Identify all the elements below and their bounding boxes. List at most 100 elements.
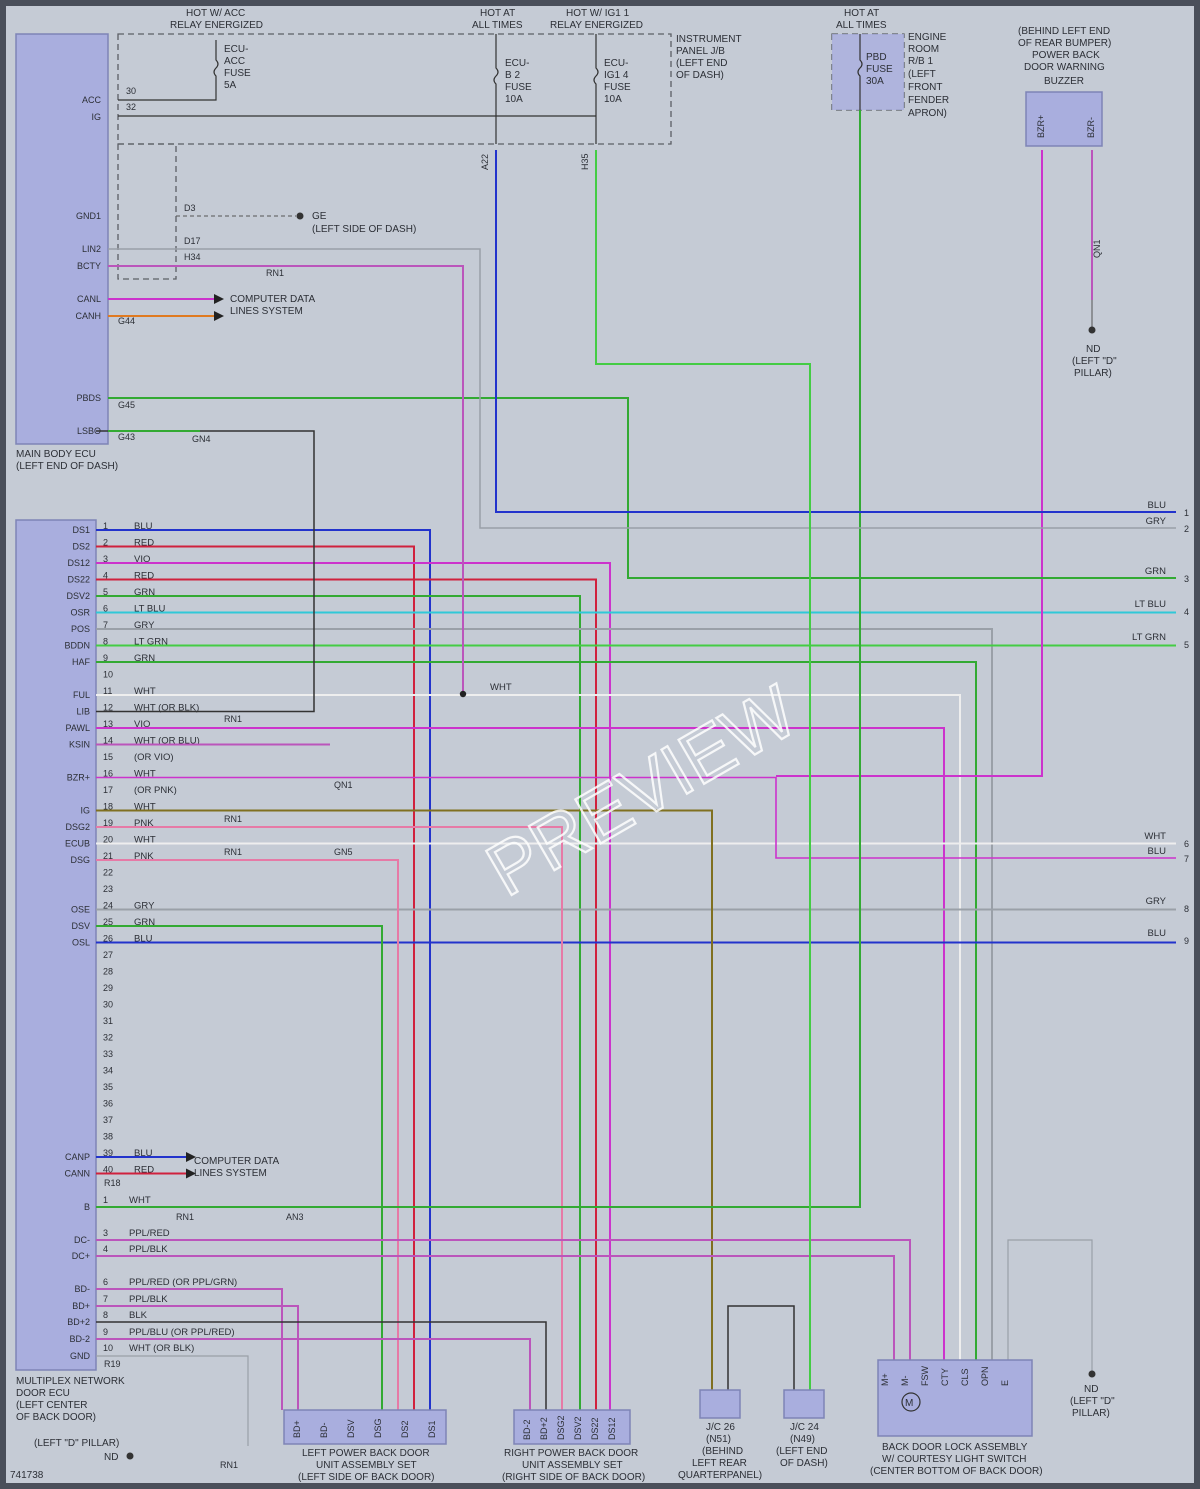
mx-row-number: 1	[103, 1195, 108, 1205]
mx-row-number: 40	[103, 1165, 113, 1175]
back-door-lock-assembly	[877, 1359, 1033, 1437]
mx-row-wire-color: PPL/RED (OR PPL/GRN)	[129, 1277, 237, 1288]
svg-text:ECU-: ECU-	[604, 58, 628, 69]
wire-bdplus2-blk	[96, 1321, 547, 1410]
svg-text:PILLAR): PILLAR)	[1072, 1408, 1110, 1419]
mx-row-number: 38	[103, 1132, 113, 1142]
hot-all-header-4: ALL TIMES	[836, 20, 887, 31]
mx-row-wire-color: GRY	[134, 901, 155, 912]
wire-ds12-vio	[96, 562, 611, 1410]
mx-pin-label: OSR	[70, 608, 90, 618]
arrow-icon	[186, 1152, 196, 1162]
mx-pin-label: DSV2	[66, 591, 90, 601]
svg-text:POWER BACK: POWER BACK	[1032, 50, 1100, 61]
svg-text:FRONT: FRONT	[908, 82, 942, 93]
mx-row-number: 24	[103, 901, 113, 911]
mx-row-number: 7	[103, 1294, 108, 1304]
mx-row-number: 3	[103, 1228, 108, 1238]
mx-row-wire-color: VIO	[134, 554, 150, 565]
buzzer-location-label: (BEHIND LEFT END OF REAR BUMPER) POWER B…	[1018, 26, 1111, 87]
fuse-b2-label: ECU- B 2 FUSE 10A	[505, 58, 532, 105]
mx-row-wire-color: WHT (OR BLK)	[134, 703, 199, 714]
component-pin: DSG	[373, 1418, 383, 1438]
right-pbd-caption-2: UNIT ASSEMBLY SET	[522, 1460, 623, 1471]
engine-room-label: ENGINE ROOM R/B 1 (LEFT FRONT FENDER APR…	[908, 32, 949, 119]
back-door-lock-caption-1: BACK DOOR LOCK ASSEMBLY	[882, 1442, 1028, 1453]
wire-bzr-vio	[96, 776, 1176, 859]
svg-text:(LEFT END: (LEFT END	[776, 1446, 828, 1457]
mx-row-number: 7	[103, 620, 108, 630]
fuse-acc-icon	[118, 40, 219, 101]
svg-text:PILLAR): PILLAR)	[1074, 368, 1112, 379]
mx-pin-label: CANP	[65, 1152, 90, 1162]
fuse-ig14-icon	[593, 34, 599, 144]
mx-row-number: 39	[103, 1148, 113, 1158]
mx-row-number: 26	[103, 934, 113, 944]
mx-row-wire-color: RED	[134, 538, 154, 549]
svg-text:LEFT REAR: LEFT REAR	[692, 1458, 747, 1469]
label-r19: R19	[104, 1359, 121, 1369]
right-output-number: 1	[1184, 508, 1189, 518]
junction-connector-26	[699, 1389, 741, 1419]
svg-text:INSTRUMENT: INSTRUMENT	[676, 34, 742, 45]
mx-row-number: 34	[103, 1066, 113, 1076]
right-output-color: GRY	[1146, 896, 1167, 907]
component-pin: CLS	[960, 1368, 970, 1386]
right-output-number: 6	[1184, 839, 1189, 849]
wire-pawl-vio	[96, 727, 945, 1360]
right-pbd-caption-3: (RIGHT SIDE OF BACK DOOR)	[502, 1472, 645, 1483]
svg-text:GN4: GN4	[192, 434, 211, 444]
wire-ful-wht	[96, 694, 961, 1360]
svg-text:(N49): (N49)	[790, 1434, 815, 1445]
mx-row-number: 2	[103, 538, 108, 548]
mx-row-wire-color: WHT (OR BLU)	[134, 736, 200, 747]
right-output-color: BLU	[1148, 846, 1167, 857]
wire-pos-gry	[96, 628, 993, 1360]
right-output-color: LT GRN	[1132, 632, 1166, 643]
wire-jc-blk	[727, 1305, 795, 1390]
right-output-number: 8	[1184, 904, 1189, 914]
mx-row-number: 36	[103, 1099, 113, 1109]
svg-text:RN1: RN1	[224, 714, 242, 724]
svg-text:APRON): APRON)	[908, 108, 947, 119]
svg-text:BUZZER: BUZZER	[1044, 76, 1084, 87]
mb-pin-label: CANL	[77, 294, 101, 304]
hot-all-header-3: HOT AT	[844, 8, 879, 19]
right-output-color: GRN	[1145, 566, 1166, 577]
wire-bzr-plus-vio	[776, 150, 1043, 777]
mx-row-wire-color: PPL/BLU (OR PPL/RED)	[129, 1327, 235, 1338]
ground-nd-top: ND (LEFT "D" PILLAR)	[1072, 326, 1117, 379]
right-output-color: BLU	[1148, 500, 1167, 511]
wire-b-grn	[96, 110, 861, 1208]
component-pin: DS2	[400, 1420, 410, 1438]
buzzer-pin-bzr-plus: BZR+	[1036, 115, 1046, 138]
wire-bdminus2-ppl	[96, 1338, 531, 1410]
component-pin: CTY	[940, 1368, 950, 1386]
wire-dsg2-pnk	[96, 826, 563, 1410]
svg-text:(LEFT "D" PILLAR): (LEFT "D" PILLAR)	[34, 1438, 119, 1449]
svg-text:LINES SYSTEM: LINES SYSTEM	[194, 1168, 267, 1179]
mx-pin-label: B	[84, 1202, 90, 1212]
svg-text:RN1: RN1	[224, 847, 242, 857]
mx-row-wire-color: GRN	[134, 587, 155, 598]
mx-row-wire-color: BLU	[134, 1148, 153, 1159]
ground-ge-icon	[296, 212, 304, 220]
fuse-pbd-label: PBD FUSE 30A	[866, 52, 893, 87]
wire-dsg-pnk	[96, 859, 399, 1410]
multiplex-network-door-ecu	[15, 519, 97, 1371]
splice-point	[459, 690, 467, 698]
hot-all-header-1: HOT AT	[480, 8, 515, 19]
mb-pin-label: ACC	[82, 95, 102, 105]
mx-row-wire-color: GRN	[134, 917, 155, 928]
mx-row-wire-color: WHT	[134, 835, 156, 846]
svg-text:30A: 30A	[866, 76, 884, 87]
hot-all-header-2: ALL TIMES	[472, 20, 523, 31]
svg-text:WHT: WHT	[490, 682, 512, 693]
mx-pin-label: OSL	[72, 938, 90, 948]
svg-text:(LEFT "D": (LEFT "D"	[1072, 356, 1117, 367]
mx-row-wire-color: WHT	[129, 1195, 151, 1206]
wire-dcminus-ppl	[96, 1239, 911, 1360]
